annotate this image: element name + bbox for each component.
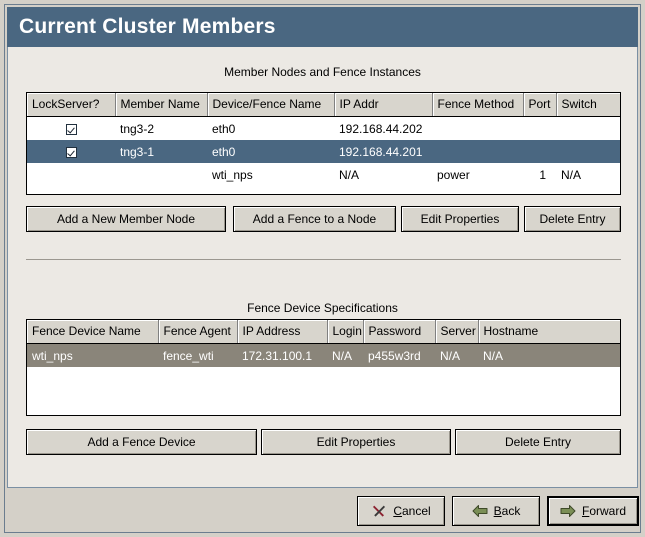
fence-ip-address-cell: 172.31.100.1 [237, 343, 327, 367]
forward-mnemonic: F [581, 504, 590, 518]
lockserver-cell[interactable] [27, 140, 115, 163]
lockserver-cell[interactable] [27, 117, 115, 141]
add-fence-device-button[interactable]: Add a Fence Device [26, 429, 257, 455]
cancel-x-icon [371, 503, 387, 519]
fence-devices-table[interactable]: Fence Device Name Fence Agent IP Address… [26, 319, 621, 416]
member-name-cell: tng3-2 [120, 121, 155, 136]
fence-hostname-cell: N/A [478, 343, 620, 367]
arrow-right-icon [560, 503, 576, 519]
column-header-hostname[interactable]: Hostname [478, 320, 620, 344]
fence-section-heading: Fence Device Specifications [247, 301, 398, 315]
column-header-ip-addr[interactable]: IP Addr [334, 93, 433, 117]
switch-cell: N/A [561, 167, 582, 182]
fence-agent-cell: fence_wti [158, 343, 237, 367]
port-cell [523, 140, 556, 163]
device-name-cell: wti_nps [212, 167, 253, 182]
page-title: Current Cluster Members [19, 15, 276, 38]
ip-addr-cell: 192.168.44.201 [334, 140, 432, 163]
content-panel: Member Nodes and Fence Instances LockSer… [7, 47, 638, 488]
dialog-action-bar: Cancel Back Forward [7, 490, 639, 532]
port-cell [523, 117, 556, 141]
table-row[interactable]: tng3-1 eth0 192.168.44.201 [27, 140, 620, 163]
window-frame [4, 4, 641, 533]
switch-cell [556, 140, 620, 163]
column-header-lockserver[interactable]: LockServer? [27, 93, 116, 117]
cancel-label-rest: ancel [401, 504, 431, 518]
lockserver-cell [27, 163, 115, 186]
column-header-fence-method[interactable]: Fence Method [432, 93, 524, 117]
device-name-cell: eth0 [212, 121, 236, 136]
table-row[interactable]: tng3-2 eth0 192.168.44.202 [27, 117, 620, 141]
back-mnemonic: B [493, 504, 502, 518]
column-header-fence-device-name[interactable]: Fence Device Name [27, 320, 159, 344]
column-header-member-name[interactable]: Member Name [115, 93, 208, 117]
lockserver-checkbox[interactable] [66, 123, 77, 135]
section-divider [26, 259, 621, 260]
forward-button[interactable]: Forward [547, 496, 639, 526]
table-header-row: Fence Device Name Fence Agent IP Address… [27, 320, 620, 344]
column-header-fence-agent[interactable]: Fence Agent [158, 320, 238, 344]
forward-label-rest: orward [589, 504, 627, 518]
column-header-ip-address[interactable]: IP Address [237, 320, 328, 344]
device-name-cell: eth0 [207, 140, 334, 163]
add-new-member-node-button[interactable]: Add a New Member Node [26, 206, 226, 232]
back-button-label: Back [494, 504, 521, 518]
ip-addr-cell: 192.168.44.202 [339, 121, 423, 136]
fence-method-cell [432, 117, 523, 141]
member-nodes-table[interactable]: LockServer? Member Name Device/Fence Nam… [26, 92, 621, 195]
table-row[interactable]: wti_nps fence_wti 172.31.100.1 N/A p455w… [27, 343, 620, 367]
fence-login-cell: N/A [327, 343, 363, 367]
add-fence-to-node-button[interactable]: Add a Fence to a Node [233, 206, 396, 232]
back-button[interactable]: Back [452, 496, 540, 526]
column-header-device-name[interactable]: Device/Fence Name [207, 93, 335, 117]
forward-button-label: Forward [582, 504, 626, 518]
cancel-button[interactable]: Cancel [357, 496, 445, 526]
column-header-server[interactable]: Server [435, 320, 479, 344]
column-header-switch[interactable]: Switch [556, 93, 620, 117]
members-section-heading: Member Nodes and Fence Instances [224, 65, 421, 79]
fence-server-cell: N/A [435, 343, 478, 367]
cancel-button-label: Cancel [393, 504, 430, 518]
ip-addr-cell: N/A [339, 167, 360, 182]
arrow-left-icon [472, 503, 488, 519]
column-header-password[interactable]: Password [363, 320, 436, 344]
table-row[interactable]: wti_nps N/A power 1 N/A [27, 163, 620, 186]
member-name-cell: tng3-1 [115, 140, 207, 163]
switch-cell [556, 117, 620, 141]
cancel-mnemonic: C [393, 504, 402, 518]
member-name-cell [115, 163, 207, 186]
column-header-login[interactable]: Login [327, 320, 364, 344]
back-label-rest: ack [501, 504, 521, 518]
title-bar: Current Cluster Members [7, 7, 638, 47]
delete-entry-button-members[interactable]: Delete Entry [524, 206, 621, 232]
fence-method-cell [432, 140, 523, 163]
table-header-row: LockServer? Member Name Device/Fence Nam… [27, 93, 620, 117]
edit-properties-button-fence[interactable]: Edit Properties [261, 429, 451, 455]
fence-device-name-cell: wti_nps [27, 343, 158, 367]
lockserver-checkbox[interactable] [66, 146, 77, 158]
delete-entry-button-fence[interactable]: Delete Entry [455, 429, 621, 455]
fence-method-cell: power [437, 167, 470, 182]
column-header-port[interactable]: Port [523, 93, 557, 117]
fence-password-cell: p455w3rd [363, 343, 435, 367]
port-cell: 1 [539, 167, 546, 182]
edit-properties-button-members[interactable]: Edit Properties [401, 206, 519, 232]
